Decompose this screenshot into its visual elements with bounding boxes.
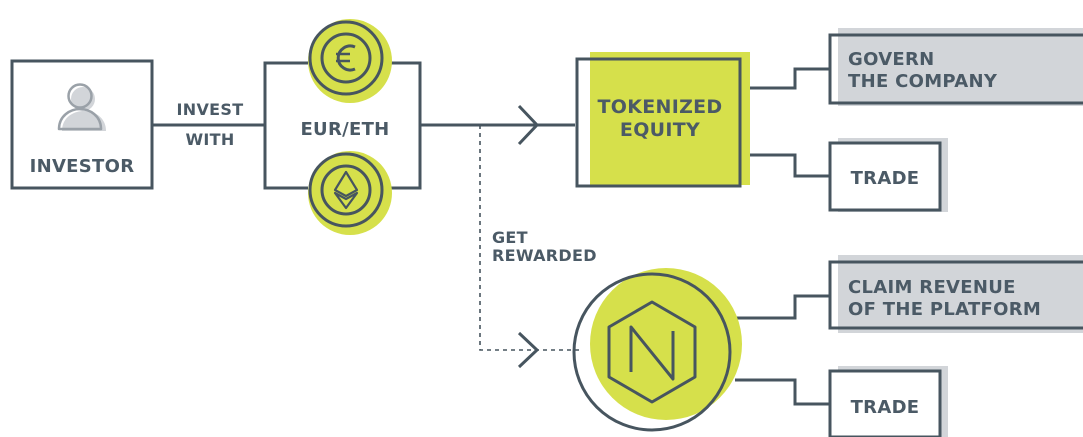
govern-line2: THE COMPANY [848, 71, 998, 92]
tokenized-equity-box [575, 57, 742, 188]
token-to-claim-line [735, 294, 830, 320]
govern-fill [838, 28, 1083, 106]
trade-top-node: TRADE [828, 138, 948, 212]
neufund-hexagon-icon [572, 268, 742, 432]
ethereum-coin-icon [308, 151, 392, 235]
trade-bottom-label: TRADE [851, 397, 920, 418]
invest-with-line2: WITH [185, 130, 234, 149]
claim-revenue-line1: CLAIM REVENUE [848, 277, 1016, 298]
investor-node: INVESTOR [10, 59, 154, 190]
tokenized-equity-line1: TOKENIZED [597, 96, 722, 118]
trade-bottom-box [828, 369, 942, 437]
euro-coin-icon [308, 19, 392, 103]
claim-revenue-line2: OF THE PLATFORM [848, 299, 1041, 320]
get-rewarded-line2: REWARDED [492, 246, 597, 265]
equity-to-govern-line [740, 67, 830, 90]
connectors [152, 61, 830, 406]
rewarded-dashed-line [479, 125, 580, 351]
get-rewarded-label: GET REWARDED [492, 228, 597, 265]
claim-revenue-fill [838, 255, 1083, 333]
invest-with-line1: INVEST [177, 100, 244, 119]
token-to-trade-line [735, 378, 830, 406]
trade-top-label: TRADE [851, 168, 920, 189]
claim-revenue-box [828, 260, 1083, 330]
get-rewarded-line1: GET [492, 228, 528, 247]
arrow-to-neu-token [517, 331, 540, 369]
trade-bottom-node: TRADE [828, 366, 948, 437]
person-icon [57, 83, 106, 131]
arrow-to-equity [517, 104, 540, 146]
tokenized-equity-line2: EQUITY [620, 119, 700, 141]
tokenized-equity-fill [590, 52, 750, 185]
tokenized-equity-node: TOKENIZED EQUITY [575, 52, 750, 188]
investor-label: INVESTOR [30, 156, 135, 177]
currency-label: EUR/ETH [300, 119, 389, 140]
govern-node: GOVERN THE COMPANY [828, 28, 1083, 106]
invest-with-label: INVEST WITH [177, 100, 244, 149]
govern-line1: GOVERN [848, 49, 935, 70]
trade-top-box [828, 141, 942, 212]
currency-left-bracket [263, 61, 308, 190]
equity-to-trade-line [740, 153, 830, 178]
govern-box [828, 33, 1083, 105]
claim-revenue-node: CLAIM REVENUE OF THE PLATFORM [828, 255, 1083, 333]
